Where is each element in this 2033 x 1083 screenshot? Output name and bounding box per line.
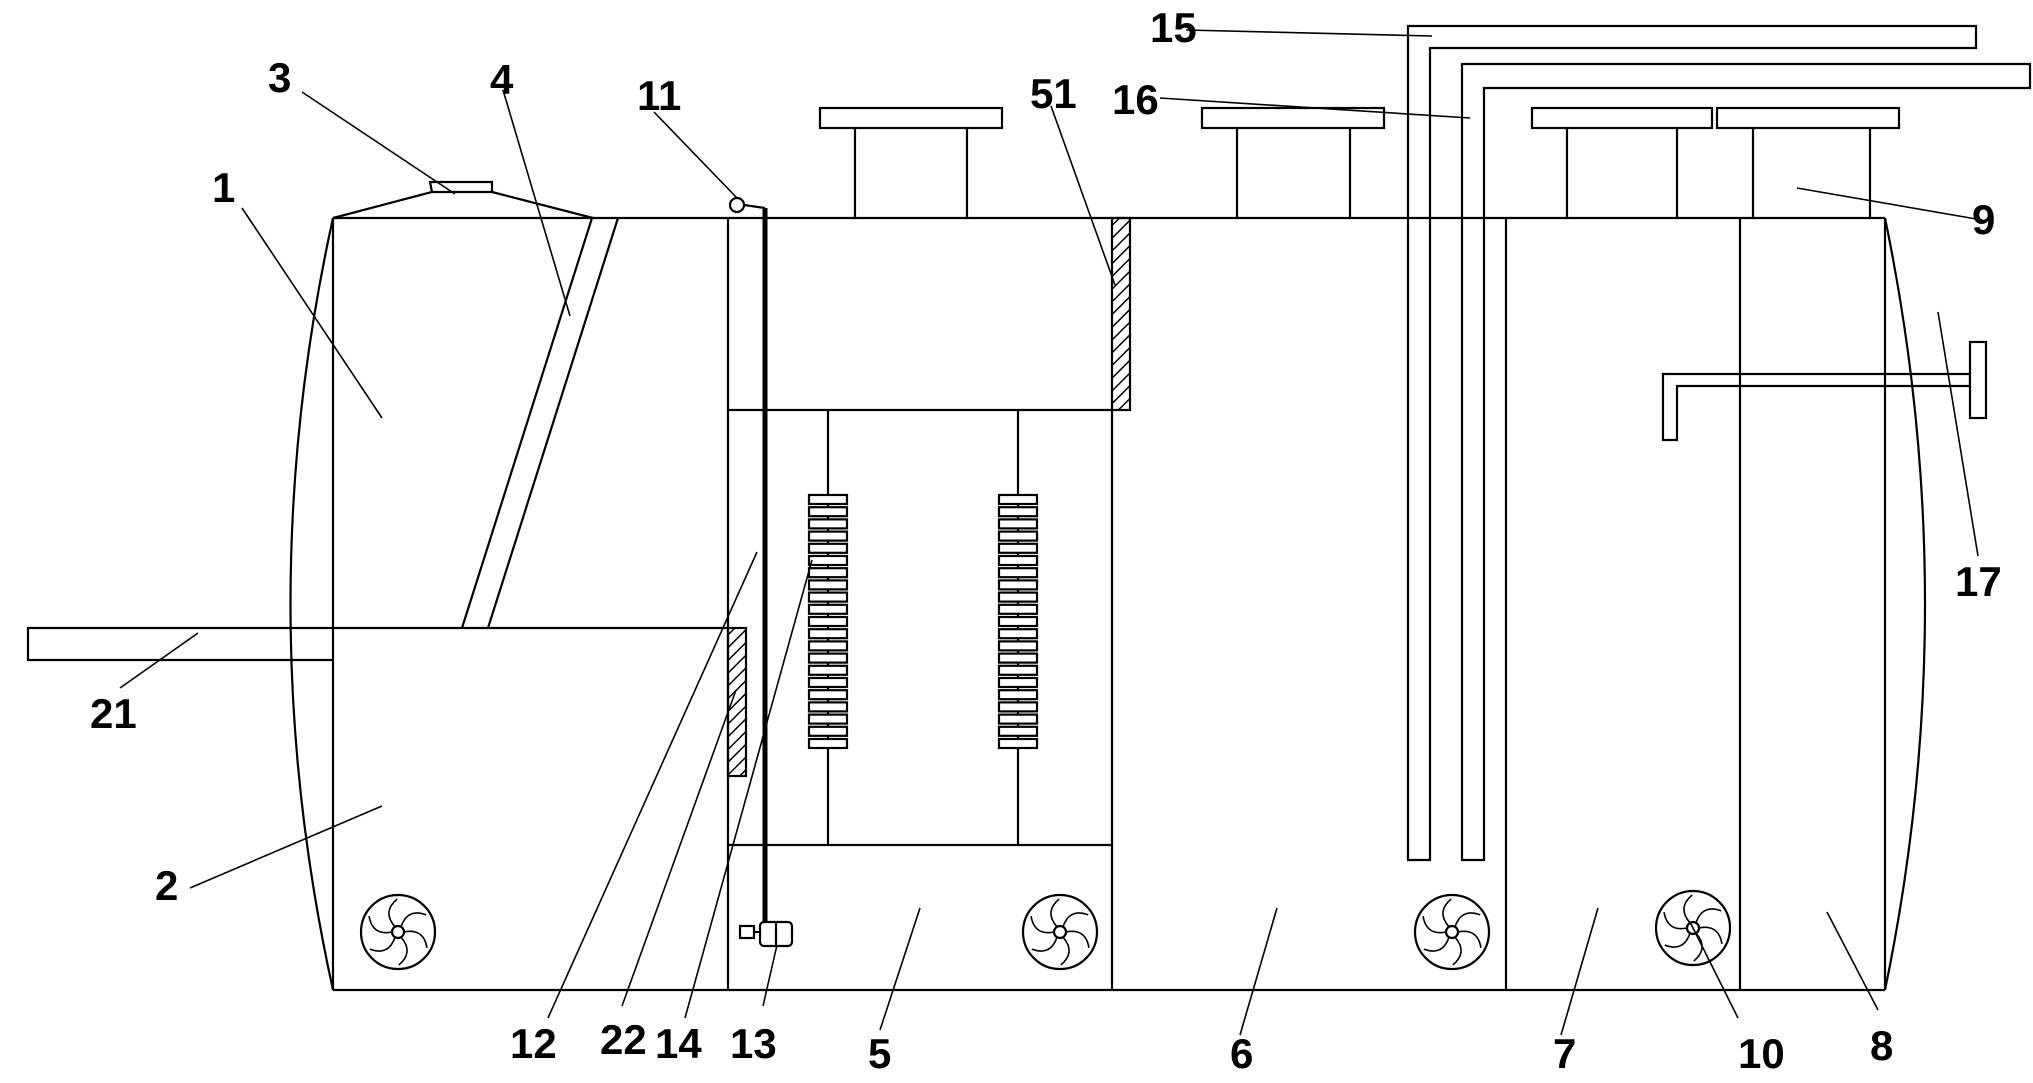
label-10: 10: [1738, 1030, 1785, 1077]
right-end-cap: [1883, 217, 1927, 991]
pipe-elbow: [728, 196, 746, 214]
filler-element: [997, 567, 1039, 579]
filler-left: [807, 493, 849, 750]
label-9: 9: [1972, 196, 1995, 243]
filler-element: [807, 518, 849, 530]
filler-element: [997, 542, 1039, 554]
leader-lines: [119, 29, 1983, 1036]
filler-element: [997, 579, 1039, 591]
filler-element: [807, 701, 849, 713]
filler-element: [997, 615, 1039, 628]
label-6: 6: [1230, 1030, 1253, 1077]
filler-element: [807, 689, 849, 701]
aerator-fitting: [738, 924, 756, 940]
label-15: 15: [1150, 4, 1197, 51]
label-17: 17: [1955, 558, 2002, 605]
filler-element: [807, 628, 849, 640]
manholes: [818, 106, 1901, 218]
filler-element: [807, 713, 849, 725]
filler-element: [807, 737, 849, 750]
aeration-pipe: [728, 196, 794, 948]
label-21: 21: [90, 690, 137, 737]
fan-icon: [1021, 893, 1099, 971]
label-14: 14: [655, 1020, 702, 1067]
filler-element: [997, 603, 1039, 615]
label-51: 51: [1030, 70, 1077, 117]
filler-element: [997, 530, 1039, 542]
filler-element: [997, 652, 1039, 664]
fan-icon: [1654, 889, 1732, 967]
filler-element: [997, 689, 1039, 701]
labels: 1 2 3 4 5 6 7 8 9 10 11 12 13 14 15 16 1…: [90, 4, 2002, 1077]
filler-element: [997, 664, 1039, 676]
inclined-plate: [460, 217, 620, 629]
filler-element: [807, 554, 849, 567]
baffle-22: [726, 626, 748, 778]
filler-element: [807, 652, 849, 664]
filler-element: [997, 628, 1039, 640]
tank-body: [289, 216, 1927, 992]
label-11: 11: [637, 72, 681, 119]
label-7: 7: [1553, 1030, 1576, 1077]
filler-element: [997, 554, 1039, 567]
filler-element: [807, 676, 849, 689]
inlet-pipe: [26, 626, 728, 662]
filler-element: [997, 640, 1039, 652]
label-22: 22: [600, 1016, 647, 1063]
left-end-cap: [289, 217, 335, 991]
filler-element: [997, 676, 1039, 689]
filler-element: [807, 725, 849, 737]
filler-element: [807, 664, 849, 676]
filler-element: [997, 591, 1039, 603]
baffle-51: [1110, 216, 1132, 412]
filler-element: [997, 725, 1039, 737]
filler-element: [807, 493, 849, 506]
filler-element: [807, 615, 849, 628]
filler-element: [807, 603, 849, 615]
filler-element: [807, 640, 849, 652]
label-8: 8: [1870, 1022, 1893, 1069]
label-3: 3: [268, 54, 291, 101]
label-5: 5: [868, 1030, 891, 1077]
filler-element: [997, 737, 1039, 750]
label-13: 13: [730, 1020, 777, 1067]
filler-element: [997, 713, 1039, 725]
fans: [359, 889, 1732, 971]
label-16: 16: [1112, 76, 1159, 123]
fan-icon: [359, 893, 437, 971]
filler-right: [997, 493, 1039, 750]
pipes-15-16: [1406, 24, 2032, 862]
label-1: 1: [212, 164, 235, 211]
filler-element: [807, 579, 849, 591]
filler-element: [807, 542, 849, 554]
label-2: 2: [155, 862, 178, 909]
top-port: [332, 180, 594, 220]
filler-element: [807, 506, 849, 518]
fan-icon: [1413, 893, 1491, 971]
filler-element: [807, 591, 849, 603]
filler-element: [997, 701, 1039, 713]
filler-element: [997, 506, 1039, 518]
outlet-pipe: [1661, 340, 1988, 442]
chamber-5: [728, 216, 1132, 990]
label-4: 4: [490, 56, 514, 103]
label-12: 12: [510, 1020, 557, 1067]
filler-element: [807, 530, 849, 542]
filler-element: [997, 493, 1039, 506]
filler-element: [807, 567, 849, 579]
filler-element: [997, 518, 1039, 530]
